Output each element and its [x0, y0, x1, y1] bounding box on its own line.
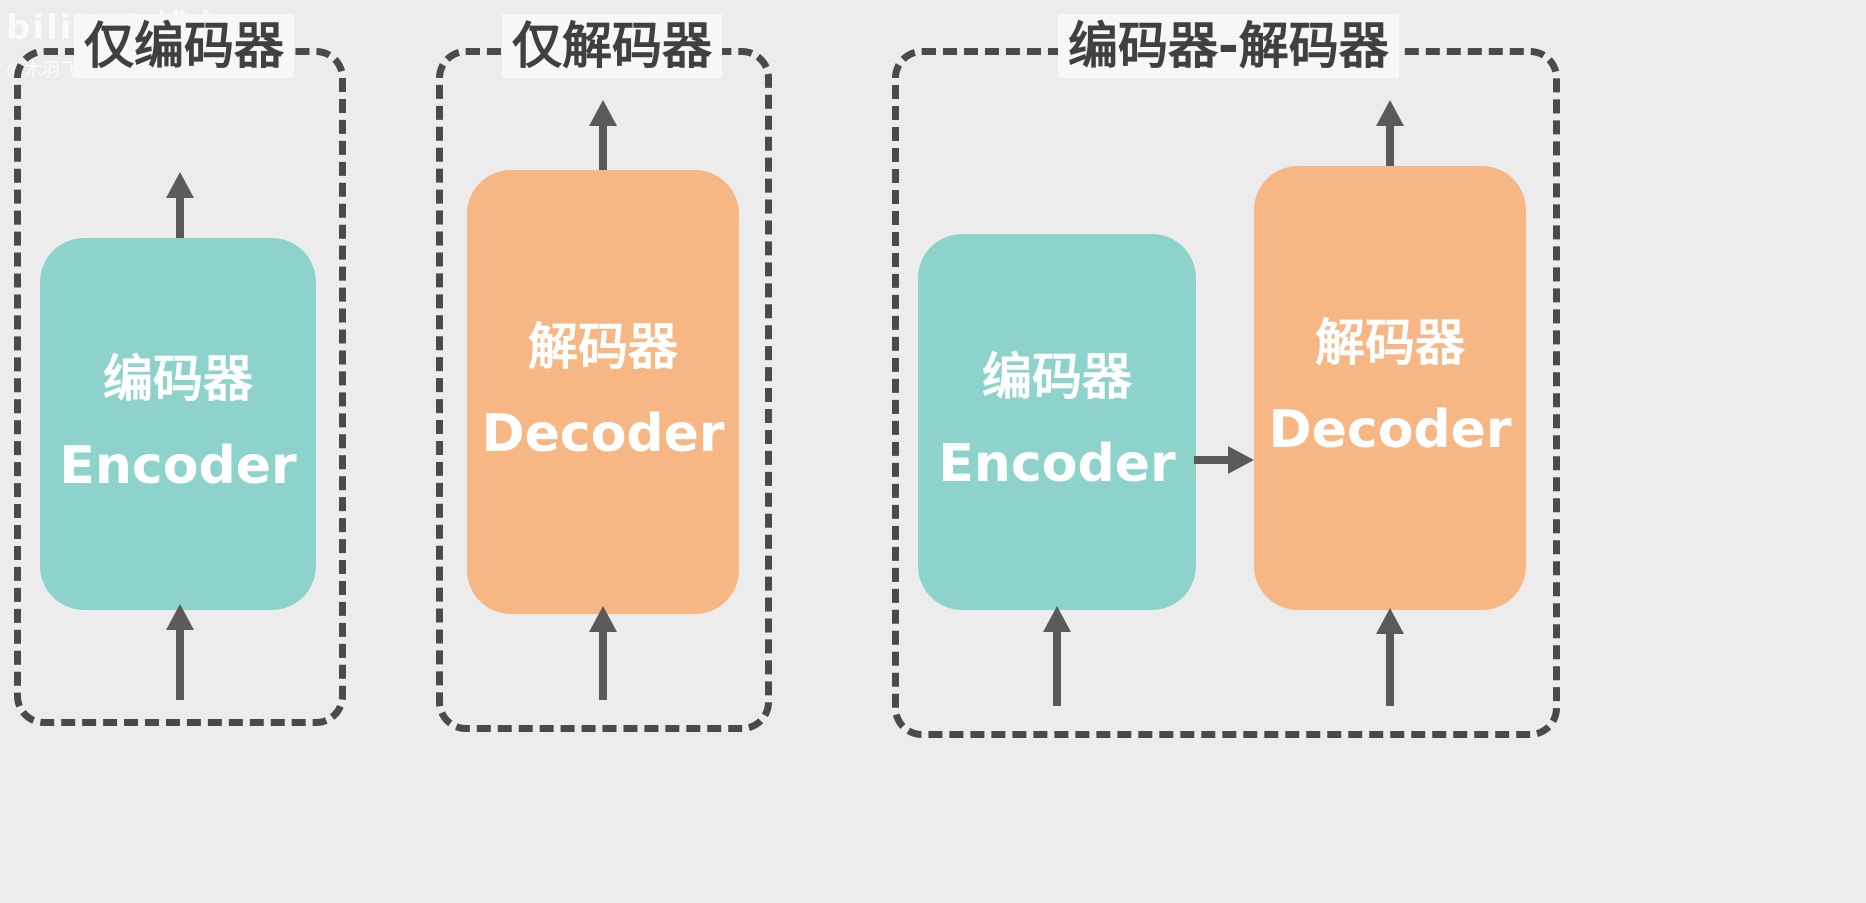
encoder-block-en-label: Encoder: [59, 436, 297, 496]
encoder-block-zh-label: 编码器: [982, 348, 1132, 406]
encoder-to-decoder-arrow: [1194, 446, 1254, 474]
encoder-decoder-decoder-block: 解码器 Decoder: [1254, 166, 1526, 610]
encoder-only-input-arrow: [166, 604, 194, 700]
decoder-only-output-arrow: [589, 100, 617, 172]
encoder-decoder-title: 编码器-解码器: [1058, 14, 1399, 78]
encoder-only-output-arrow: [166, 172, 194, 240]
encoder-block-en-label: Encoder: [938, 434, 1176, 494]
decoder-block-zh-label: 解码器: [1315, 314, 1465, 372]
decoder-only-title: 仅解码器: [502, 14, 722, 78]
encoder-only-block: 编码器 Encoder: [40, 238, 316, 610]
encoder-decoder-encoder-input-arrow: [1043, 606, 1071, 706]
encoder-only-title: 仅编码器: [74, 14, 294, 78]
encoder-decoder-encoder-block: 编码器 Encoder: [918, 234, 1196, 610]
decoder-only-input-arrow: [589, 606, 617, 700]
encoder-decoder-decoder-input-arrow: [1376, 608, 1404, 706]
encoder-decoder-decoder-output-arrow: [1376, 100, 1404, 172]
encoder-block-zh-label: 编码器: [103, 350, 253, 408]
decoder-block-zh-label: 解码器: [528, 318, 678, 376]
decoder-only-block: 解码器 Decoder: [467, 170, 739, 614]
decoder-block-en-label: Decoder: [1268, 400, 1512, 460]
decoder-block-en-label: Decoder: [481, 404, 725, 464]
